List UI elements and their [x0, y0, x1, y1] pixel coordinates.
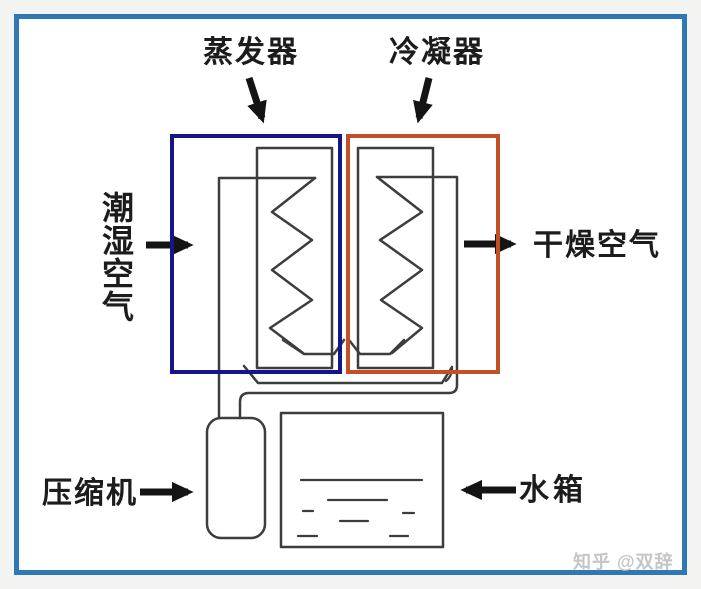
evaporator-boundary-box [170, 134, 342, 374]
compressor-label: 压缩机 [42, 477, 138, 510]
evaporator-label: 蒸发器 [203, 36, 299, 69]
drip-tray [242, 364, 454, 385]
compressor-shape [205, 416, 267, 540]
humid-air-label: 潮湿空气 [98, 191, 134, 323]
evaporator-coil [217, 146, 346, 420]
water-tank-shape [279, 411, 445, 549]
evaporator-pointer-arrow [245, 76, 267, 124]
condenser-pointer-arrow [413, 77, 433, 124]
zhihu-watermark: 知乎 @双辞 [573, 552, 674, 572]
condenser-label: 冷凝器 [389, 36, 485, 69]
water-level-dashes [296, 478, 424, 538]
water-tank-label: 水箱 [519, 474, 587, 507]
arrows [140, 76, 517, 503]
condenser-boundary-box [346, 134, 500, 374]
outer-blue-frame [14, 14, 687, 575]
dry-air-label: 干燥空气 [533, 229, 661, 262]
condenser-coil [238, 146, 459, 420]
